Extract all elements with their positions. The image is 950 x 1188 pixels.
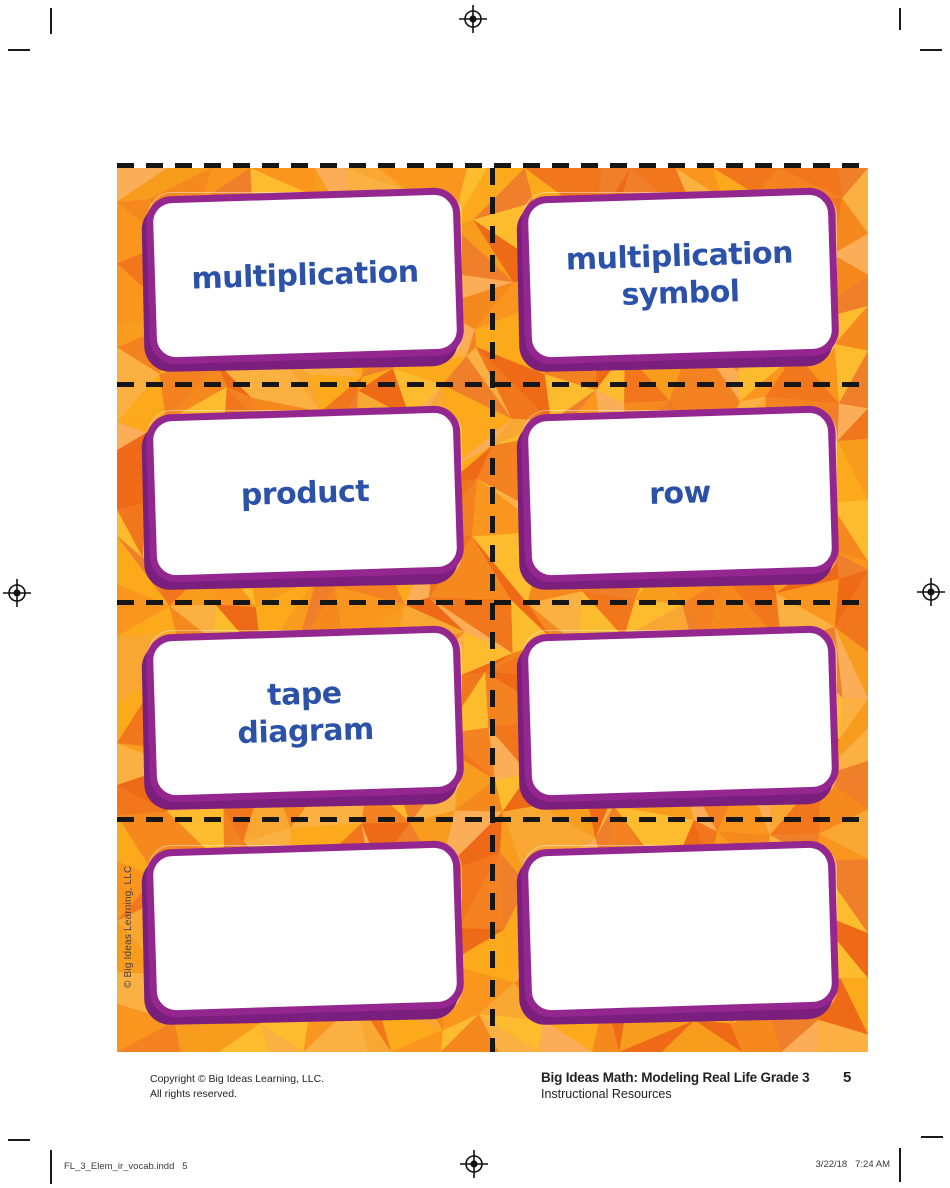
crop-mark-top-left-v: [50, 8, 52, 34]
footer-copyright-line2: All rights reserved.: [150, 1088, 237, 1100]
flashcard-row: row: [516, 405, 840, 591]
footer-book-info: Big Ideas Math: Modeling Real Life Grade…: [541, 1069, 810, 1102]
crop-mark-top-right-h: [920, 49, 942, 51]
book-title: Big Ideas Math: Modeling Real Life Grade…: [541, 1070, 810, 1085]
slug-timestamp: 3/22/18 7:24 AM: [815, 1159, 890, 1170]
card-label: row: [648, 474, 712, 512]
card-face: tape diagram: [145, 625, 465, 803]
registration-mark-icon: [460, 1150, 488, 1178]
card-face: [520, 625, 840, 803]
crop-mark-top-right-v: [899, 8, 901, 30]
footer-copyright: Copyright © Big Ideas Learning, LLC. All…: [150, 1072, 324, 1102]
flashcard-blank-1: [516, 625, 840, 811]
registration-mark-icon: [917, 578, 945, 606]
flashcard-blank-3: [516, 840, 840, 1026]
cut-line-vertical: [490, 168, 495, 1052]
flashcard-tape-diagram: tape diagram: [141, 625, 465, 811]
card-face: [145, 840, 465, 1018]
registration-mark-icon: [459, 5, 487, 33]
flashcard-blank-2: [141, 840, 465, 1026]
card-label: tape diagram: [236, 676, 375, 752]
flashcard-multiplication: multiplication: [141, 187, 465, 373]
card-label: multiplication: [190, 254, 420, 297]
slug-file-name: FL_3_Elem_ir_vocab.indd 5: [64, 1161, 188, 1172]
side-copyright-text: © Big Ideas Learning, LLC: [123, 865, 134, 988]
footer-copyright-line1: Copyright © Big Ideas Learning, LLC.: [150, 1073, 325, 1085]
cut-line-horizontal-1: [117, 163, 868, 168]
crop-mark-bottom-left-h: [8, 1139, 30, 1141]
crop-mark-bottom-left-v: [50, 1150, 52, 1184]
card-label: multiplication symbol: [565, 235, 794, 313]
card-face: multiplication: [145, 187, 465, 365]
book-subtitle: Instructional Resources: [541, 1087, 672, 1101]
flashcard-multiplication-symbol: multiplication symbol: [516, 187, 840, 373]
card-face: product: [145, 405, 465, 583]
crop-mark-bottom-right-v: [899, 1148, 901, 1182]
flashcard-product: product: [141, 405, 465, 591]
page-number: 5: [843, 1069, 852, 1086]
card-label: product: [240, 473, 370, 513]
card-face: row: [520, 405, 840, 583]
card-face: [520, 840, 840, 1018]
crop-mark-bottom-right-h: [921, 1136, 943, 1138]
crop-mark-top-left-h: [8, 49, 30, 51]
registration-mark-icon: [3, 579, 31, 607]
card-face: multiplication symbol: [520, 187, 840, 365]
